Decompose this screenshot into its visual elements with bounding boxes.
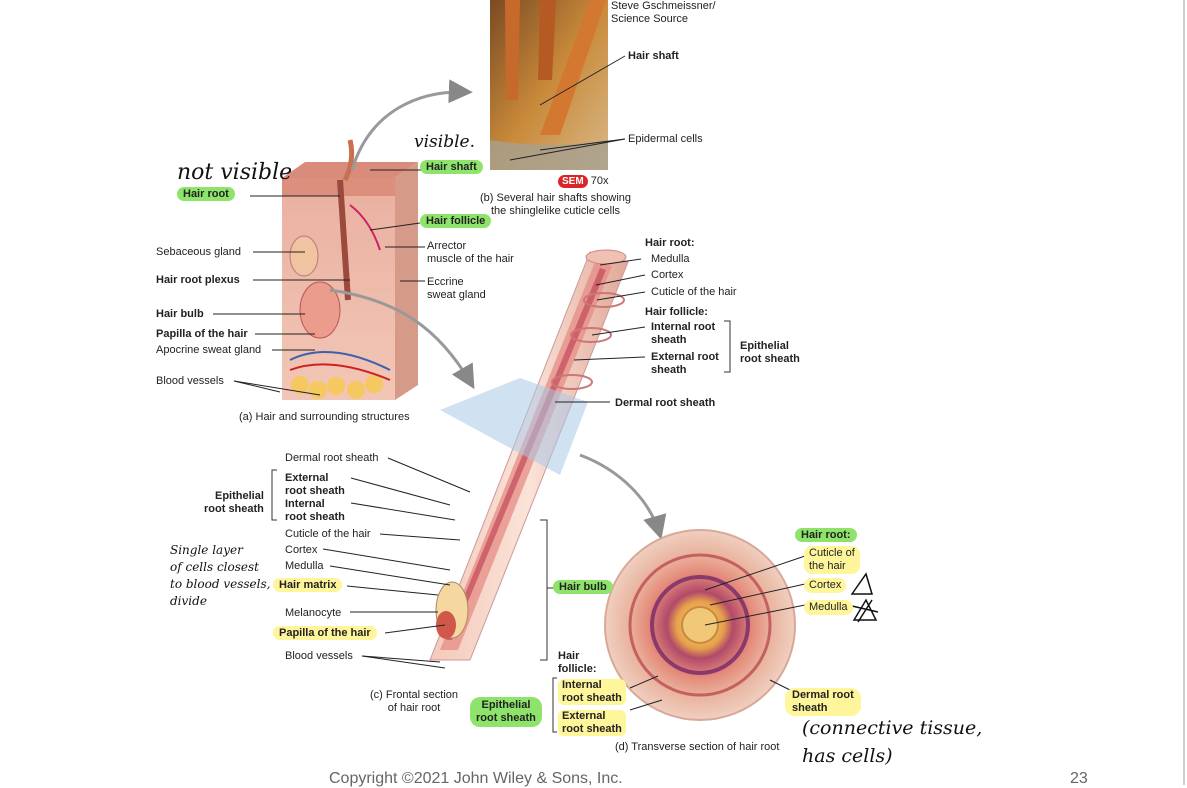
page-number: 23 bbox=[1070, 770, 1088, 787]
label-a-hair-shaft: Hair shaft bbox=[420, 160, 483, 174]
label-c-cuticle: Cuticle of the hair bbox=[285, 528, 371, 540]
arrow-to-root bbox=[329, 288, 475, 390]
transverse-section bbox=[604, 529, 796, 721]
section-plane bbox=[440, 378, 588, 475]
label-root-head: Hair root: bbox=[645, 237, 695, 249]
sem-photo bbox=[490, 0, 608, 170]
label-d-cuticle: Cuticle of the hair bbox=[804, 546, 860, 574]
label-root-cuticle: Cuticle of the hair bbox=[651, 286, 737, 298]
label-a-hair-follicle: Hair follicle bbox=[420, 214, 492, 228]
slide-edge bbox=[1183, 0, 1185, 785]
label-d-medulla: Medulla bbox=[804, 600, 853, 615]
label-arrector-muscle: Arrector muscle of the hair bbox=[427, 240, 514, 265]
caption-d: (d) Transverse section of hair root bbox=[615, 741, 780, 753]
handwritten-connective-tissue-note: (connective tissue, has cells) bbox=[802, 717, 983, 767]
caption-b: (b) Several hair shafts showing the shin… bbox=[480, 192, 632, 217]
label-root-dermal-sheath: Dermal root sheath bbox=[615, 397, 716, 409]
skin-block bbox=[282, 139, 418, 400]
label-root-internal-sheath: Internal root sheath bbox=[651, 321, 716, 346]
label-follicle-head: Hair follicle: bbox=[645, 306, 708, 318]
arrow-to-sem bbox=[350, 79, 473, 171]
label-b-hair-shaft: Hair shaft bbox=[628, 50, 679, 62]
label-d-cortex: Cortex bbox=[804, 578, 847, 593]
label-a-papilla: Papilla of the hair bbox=[156, 328, 248, 340]
label-c-dermal-sheath: Dermal root sheath bbox=[285, 452, 379, 464]
label-d-internal-sheath: Internal root sheath bbox=[558, 679, 626, 705]
label-hair-root-plexus: Hair root plexus bbox=[156, 274, 240, 286]
label-c-cortex: Cortex bbox=[285, 544, 318, 556]
copyright-footer: Copyright ©2021 John Wiley & Sons, Inc. bbox=[329, 770, 623, 787]
label-c-external-sheath: External root sheath bbox=[285, 472, 345, 497]
magnification-value: 70x bbox=[590, 175, 609, 187]
label-eccrine-gland: Eccrine sweat gland bbox=[427, 276, 486, 301]
label-d-root-head: Hair root: bbox=[795, 528, 857, 542]
label-root-external-sheath: External root sheath bbox=[651, 351, 719, 376]
handwritten-star-mark bbox=[851, 598, 879, 623]
label-apocrine-gland: Apocrine sweat gland bbox=[156, 344, 262, 356]
label-root-cortex: Cortex bbox=[651, 269, 684, 281]
label-c-blood-vessels: Blood vessels bbox=[285, 650, 353, 662]
label-c-medulla: Medulla bbox=[285, 560, 324, 572]
label-a-hair-root: Hair root bbox=[177, 187, 235, 201]
handwritten-triangle-mark bbox=[850, 572, 874, 595]
sem-magnification: SEM 70x bbox=[558, 175, 608, 188]
label-d-dermal-sheath: Dermal root sheath bbox=[785, 688, 861, 716]
label-c-epithelial-sheath: Epithelial root sheath bbox=[204, 490, 264, 515]
label-root-medulla: Medulla bbox=[651, 253, 690, 265]
sem-badge: SEM bbox=[558, 175, 588, 188]
leader-lines bbox=[213, 55, 806, 711]
label-c-hair-bulb: Hair bulb bbox=[553, 580, 613, 594]
label-a-hair-bulb: Hair bulb bbox=[156, 308, 204, 320]
label-root-epithelial-sheath: Epithelial root sheath bbox=[740, 340, 800, 365]
label-c-melanocyte: Melanocyte bbox=[285, 607, 342, 619]
caption-a: (a) Hair and surrounding structures bbox=[239, 411, 410, 423]
label-a-blood-vessels: Blood vessels bbox=[156, 375, 224, 387]
label-b-epidermal-cells: Epidermal cells bbox=[628, 133, 703, 145]
label-c-hair-matrix: Hair matrix bbox=[273, 578, 343, 592]
handwritten-single-layer-note: Single layer of cells closest to blood v… bbox=[170, 543, 271, 608]
arrow-to-section bbox=[579, 453, 667, 540]
label-c-internal-sheath: Internal root sheath bbox=[285, 498, 345, 523]
label-d-epithelial-sheath: Epithelial root sheath bbox=[470, 697, 542, 727]
photo-credit: Steve Gschmeissner/ Science Source bbox=[611, 0, 716, 25]
label-sebaceous-gland: Sebaceous gland bbox=[156, 246, 242, 258]
handwritten-visible: visible. bbox=[414, 132, 475, 152]
handwritten-not-visible: not visible bbox=[177, 160, 293, 185]
label-c-papilla: Papilla of the hair bbox=[273, 626, 377, 640]
caption-c: (c) Frontal section of hair root bbox=[370, 689, 459, 714]
label-d-follicle-head: Hair follicle: bbox=[558, 650, 597, 675]
label-d-external-sheath: External root sheath bbox=[558, 710, 626, 736]
